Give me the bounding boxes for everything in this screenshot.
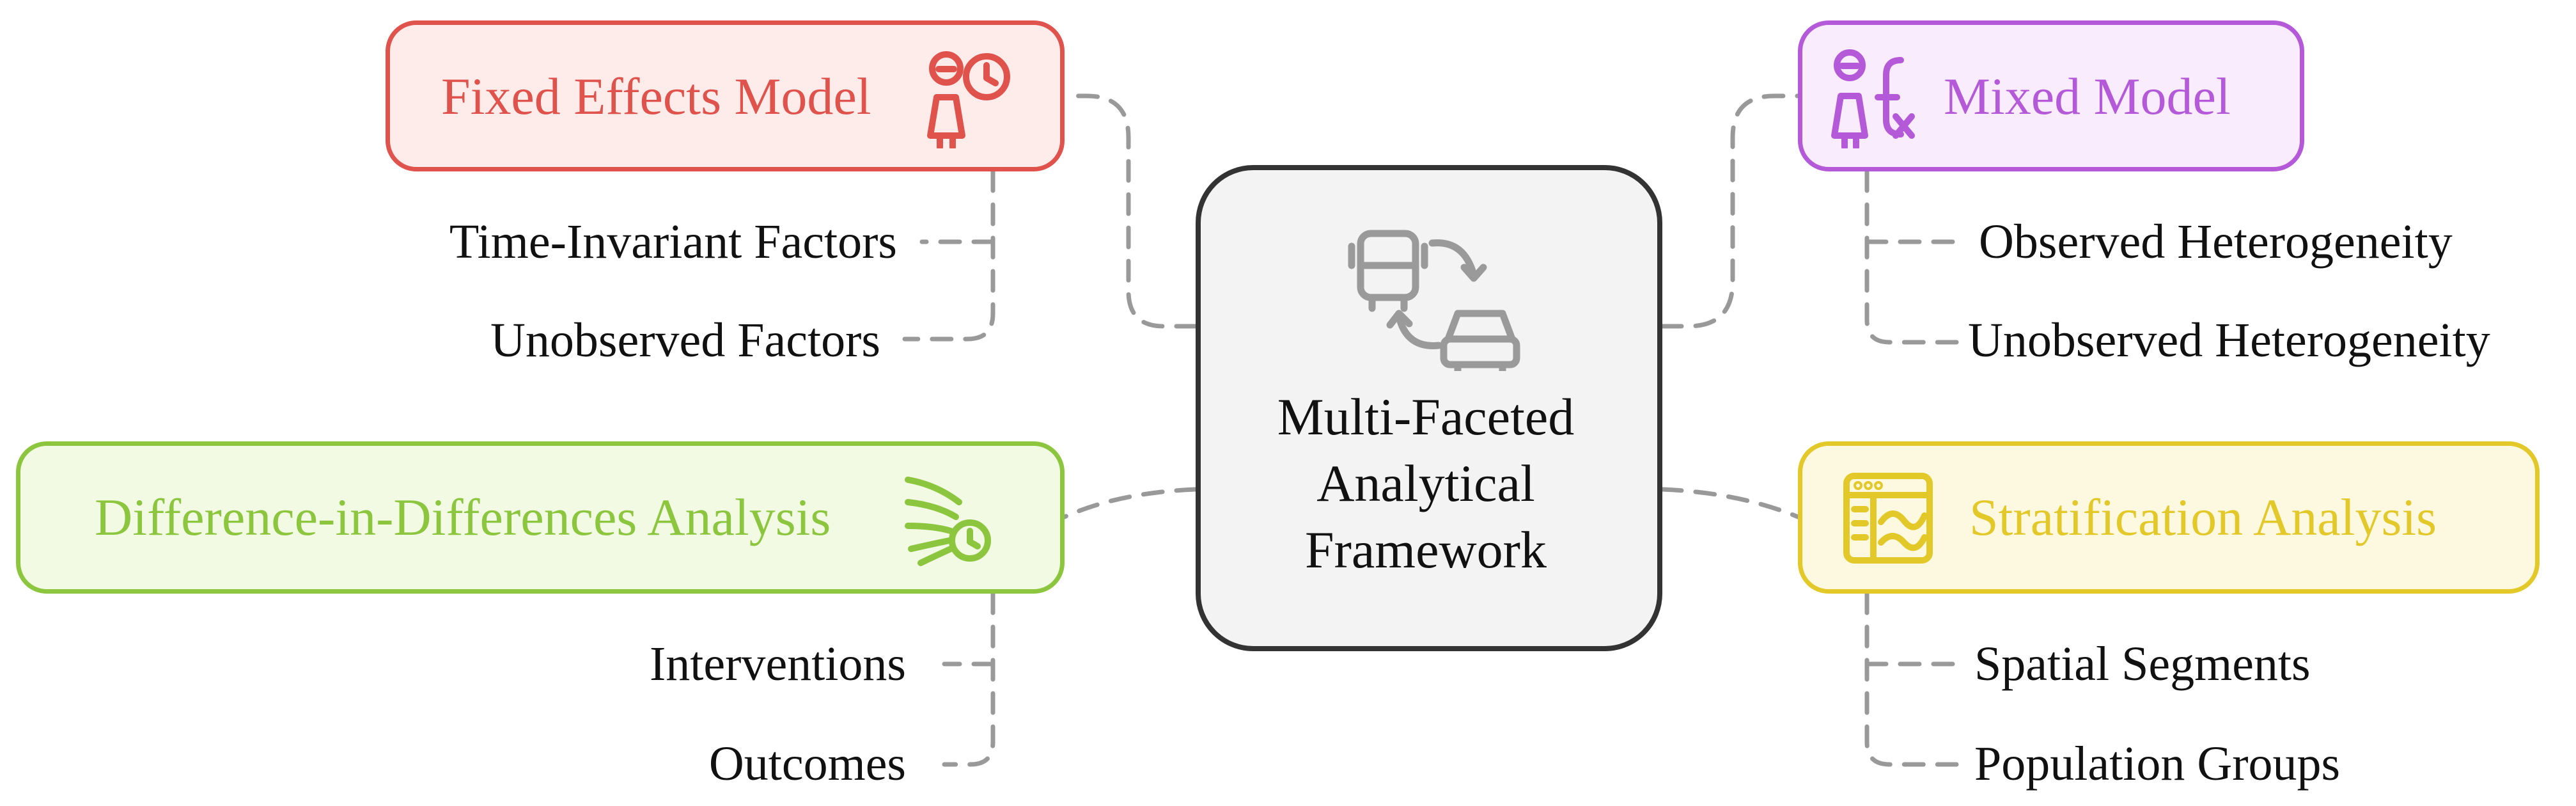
fixed-effects-title: Fixed Effects Model xyxy=(441,67,871,125)
wind-clock-icon xyxy=(905,477,991,566)
center-node xyxy=(1196,165,1662,651)
connector-did-children xyxy=(942,591,995,767)
mixed-model-title: Mixed Model xyxy=(1944,67,2231,125)
did-child: Outcomes xyxy=(708,737,906,791)
did-child: Interventions xyxy=(649,637,906,691)
center-title-line: Analytical xyxy=(1316,454,1535,512)
connector-stratification-children xyxy=(1864,591,1959,767)
person-formula-icon xyxy=(1831,49,1915,148)
connector-center-stratification xyxy=(1660,487,1800,519)
stratification-title: Stratification Analysis xyxy=(1969,488,2437,546)
stratification-child: Population Groups xyxy=(1974,737,2341,791)
bus-car-swap-icon xyxy=(1348,230,1520,371)
did-node xyxy=(16,441,1065,594)
connector-center-mixed-model xyxy=(1660,93,1800,329)
connector-center-fixed-effects xyxy=(1062,93,1198,329)
person-clock-icon xyxy=(927,51,1010,148)
mixed-model-child: Observed Heterogeneity xyxy=(1979,215,2453,269)
dashboard-window-icon xyxy=(1843,473,1933,564)
connector-mixed-model-children xyxy=(1864,169,1959,345)
center-node-title: Multi-Faceted Analytical Framework xyxy=(1196,384,1656,583)
mixed-model-child: Unobserved Heterogeneity xyxy=(1968,313,2490,367)
center-title-line: Framework xyxy=(1304,521,1547,579)
fixed-effects-child: Unobserved Factors xyxy=(490,313,880,367)
stratification-child: Spatial Segments xyxy=(1974,637,2311,691)
connector-fixed-effects-children xyxy=(902,169,995,342)
center-title-line: Multi-Faceted xyxy=(1277,388,1575,446)
connector-center-did xyxy=(1062,487,1198,519)
fixed-effects-child: Time-Invariant Factors xyxy=(449,215,897,269)
did-title: Difference-in-Differences Analysis xyxy=(95,488,831,546)
